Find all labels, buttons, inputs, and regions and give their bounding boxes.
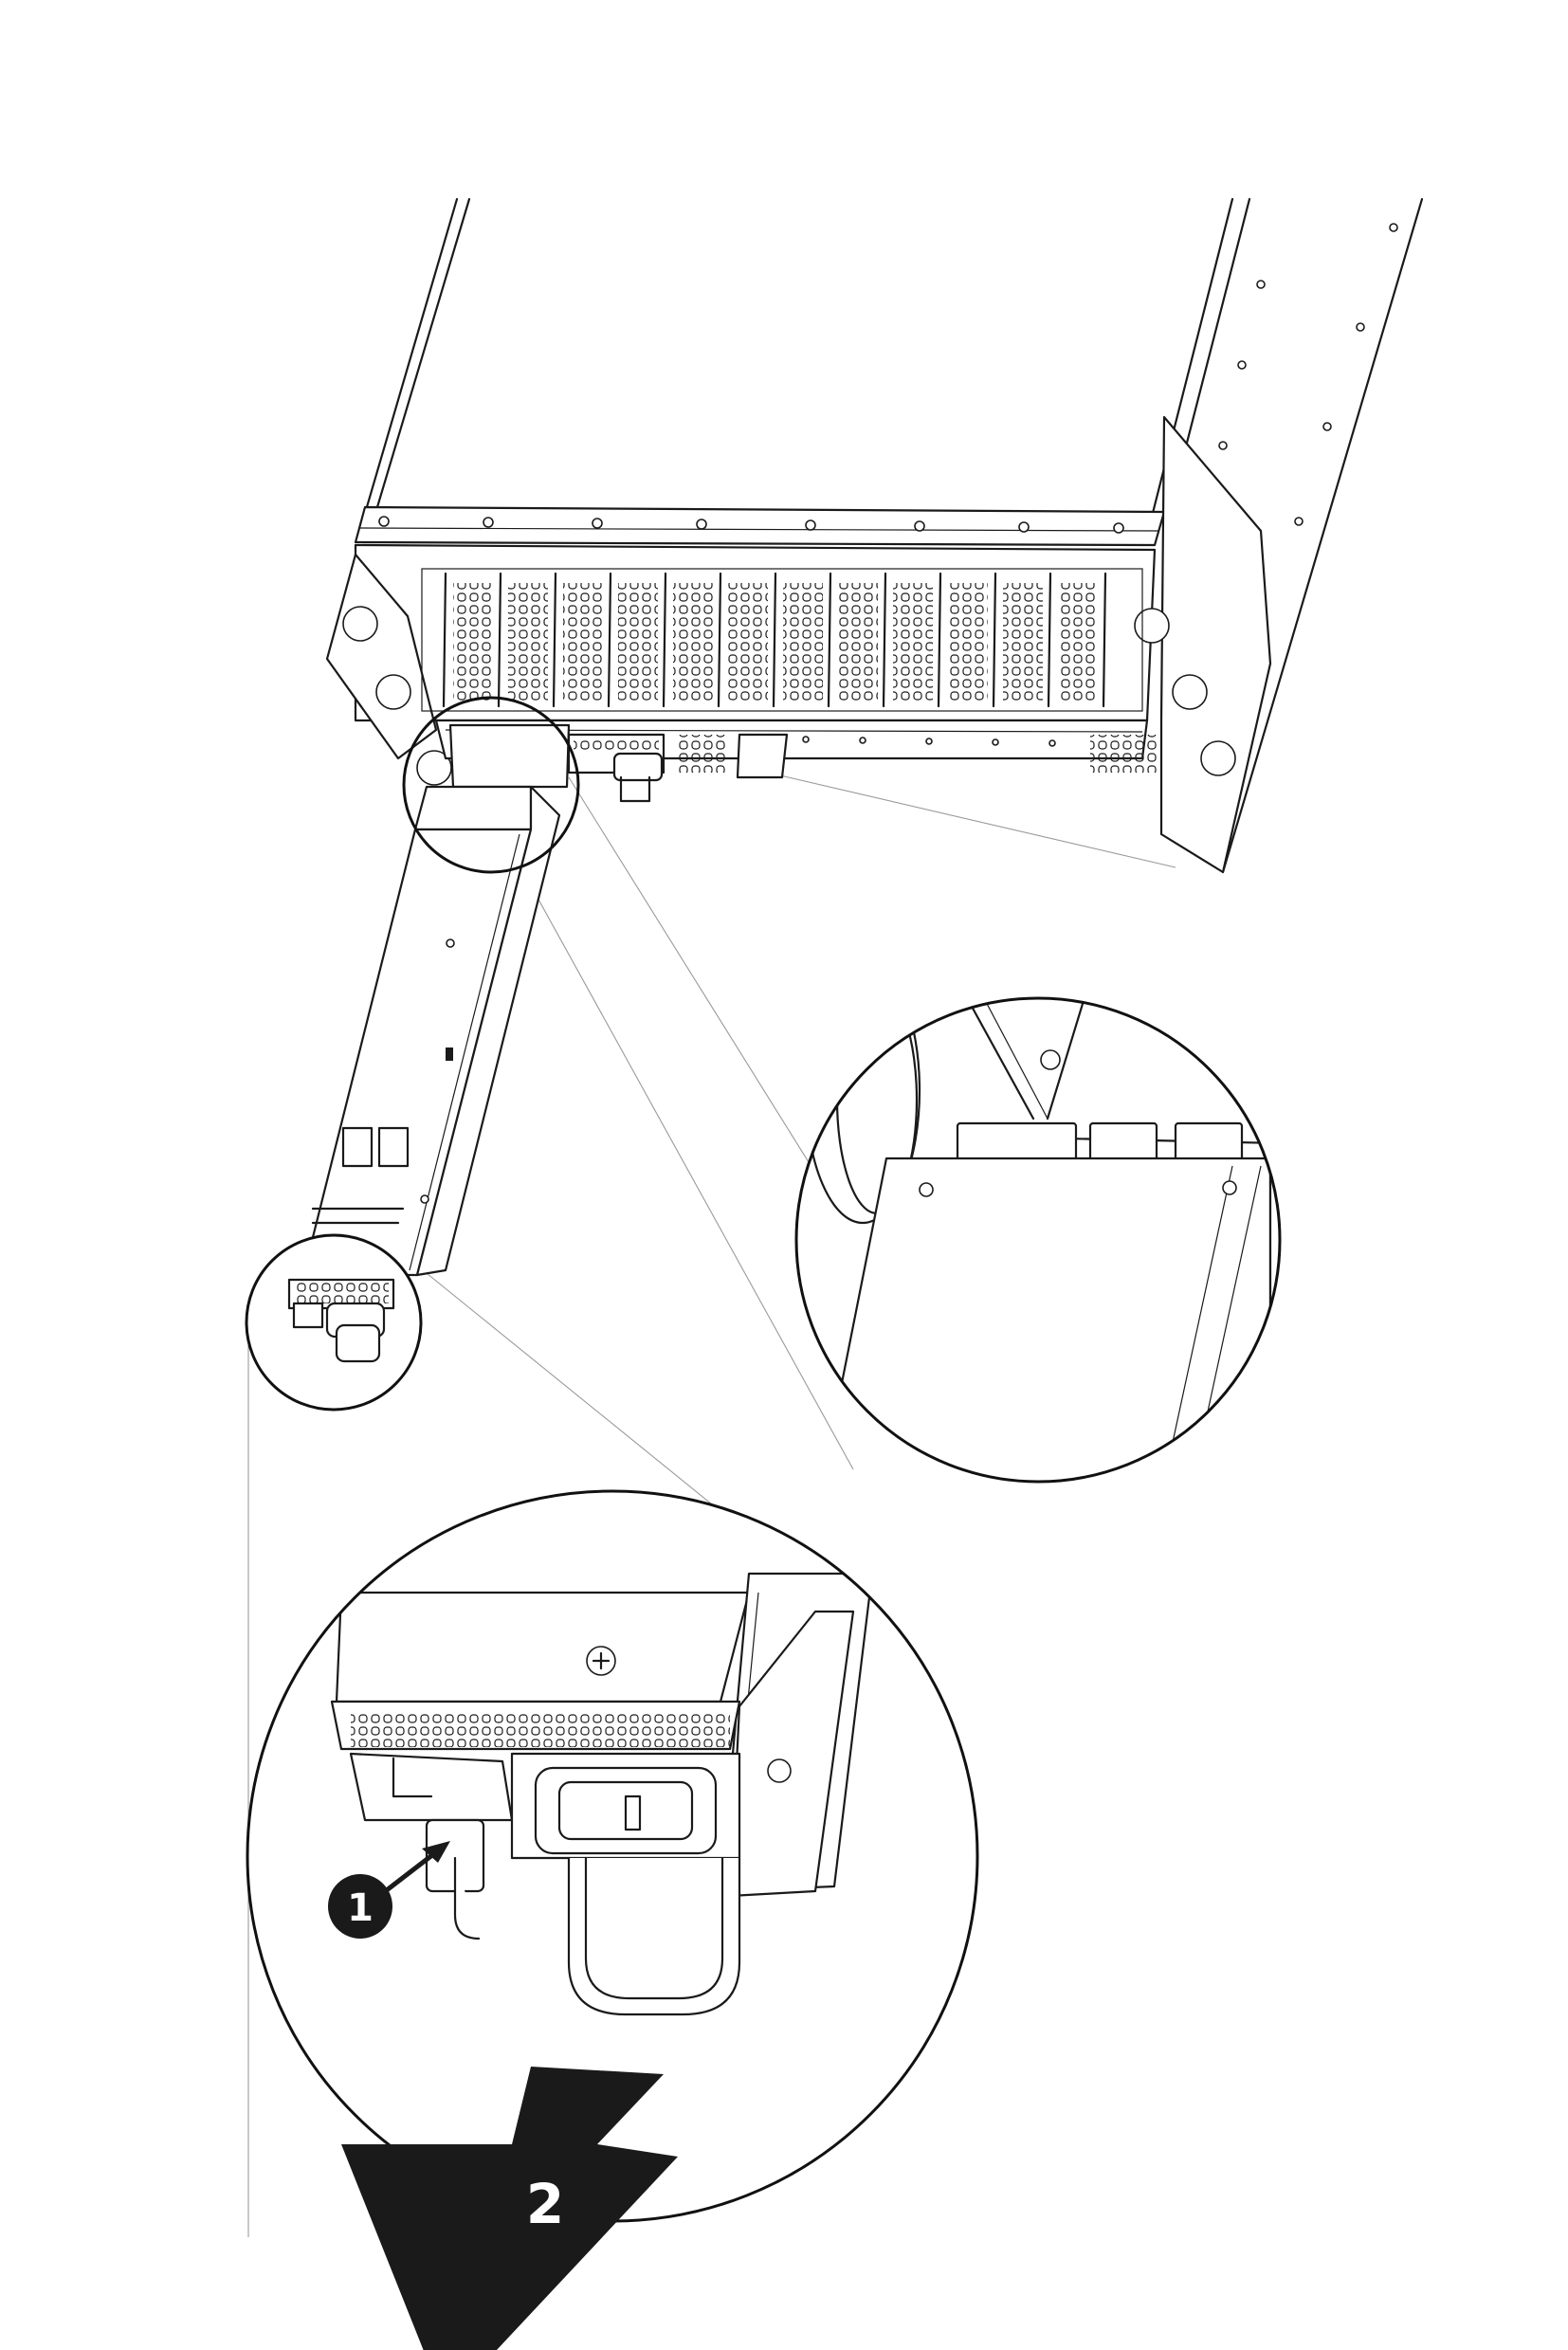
callout-1-label: 1	[347, 1886, 374, 1930]
callout-2-label: 2	[526, 2172, 564, 2236]
callout-2: 2	[341, 2067, 678, 2350]
callout-1: 1	[328, 1841, 450, 1939]
power-socket-and-handle	[453, 1752, 741, 2016]
top-bar-screws	[378, 516, 1124, 534]
pull-direction-arrow	[341, 2067, 678, 2350]
detail-release-latch	[246, 1489, 979, 2223]
chassis-side-screws	[1199, 223, 1398, 526]
server-chassis	[325, 197, 1424, 874]
psu-module	[301, 785, 561, 1277]
installed-psu-connector	[567, 733, 665, 803]
drive-bays	[421, 568, 1143, 712]
release-latch-tab	[349, 1752, 514, 1893]
detail-circle-connector	[245, 1233, 423, 1412]
detail-slot-guides	[794, 996, 1282, 1484]
callout-1-badge	[328, 1874, 392, 1939]
detail-circle-slot	[402, 696, 580, 874]
